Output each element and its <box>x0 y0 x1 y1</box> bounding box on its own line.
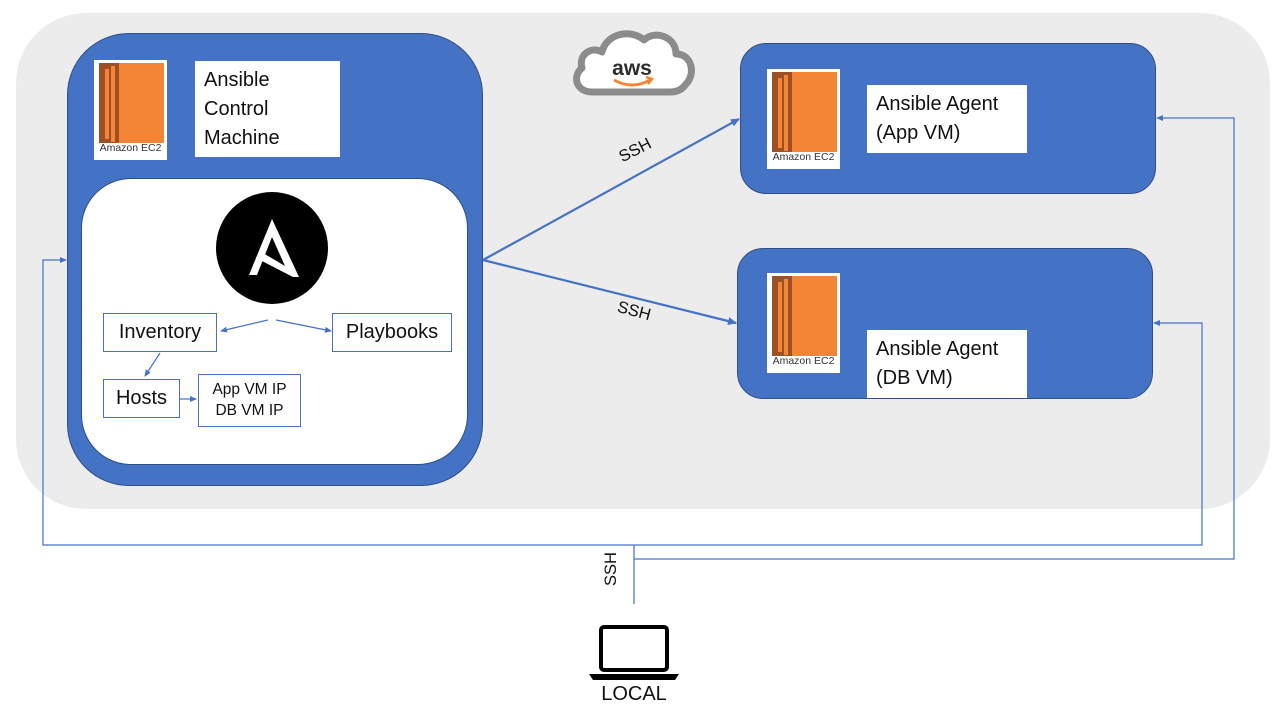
agent-db-title: Ansible Agent (DB VM) <box>867 330 1027 398</box>
agent-app-title: Ansible Agent (App VM) <box>867 85 1027 153</box>
control-title-line: Control <box>204 98 269 120</box>
ec2-label: Amazon EC2 <box>772 355 835 367</box>
playbooks-box: Playbooks <box>332 313 452 352</box>
inventory-box: Inventory <box>103 313 217 352</box>
arrow-to-playbooks <box>275 319 332 333</box>
agent-app-line: Ansible Agent <box>876 93 999 115</box>
control-machine-title: Ansible Control Machine <box>195 61 340 157</box>
host-ips-box: App VM IP DB VM IP <box>198 374 301 427</box>
ssh-connector-db <box>482 258 737 325</box>
hosts-box: Hosts <box>103 379 180 418</box>
local-to-db <box>634 320 1203 546</box>
ec2-icon-app: Amazon EC2 <box>767 69 840 169</box>
control-title-line: Ansible <box>204 69 270 91</box>
local-label: LOCAL <box>601 683 667 705</box>
agent-db-line: (DB VM) <box>876 367 953 389</box>
ansible-logo-icon <box>216 192 328 304</box>
ec2-label: Amazon EC2 <box>99 142 162 154</box>
arrow-to-hosts <box>144 352 161 377</box>
aws-cloud-icon: aws <box>573 30 695 96</box>
local-to-app <box>634 115 1235 560</box>
ec2-label: Amazon EC2 <box>772 151 835 163</box>
ssh-label-local: SSH <box>602 552 620 586</box>
agent-app-line: (App VM) <box>876 122 961 144</box>
ec2-icon-db: Amazon EC2 <box>767 273 840 373</box>
arrow-to-inventory <box>220 319 269 333</box>
ec2-icon-control: Amazon EC2 <box>94 60 167 160</box>
laptop-icon <box>589 625 679 680</box>
local-to-control <box>42 257 635 604</box>
app-vm-ip: App VM IP <box>212 381 287 398</box>
agent-db-line: Ansible Agent <box>876 338 999 360</box>
db-vm-ip: DB VM IP <box>215 402 284 419</box>
aws-logo-text: aws <box>612 57 652 80</box>
control-title-line: Machine <box>204 127 280 149</box>
ssh-connector-app <box>482 118 740 261</box>
